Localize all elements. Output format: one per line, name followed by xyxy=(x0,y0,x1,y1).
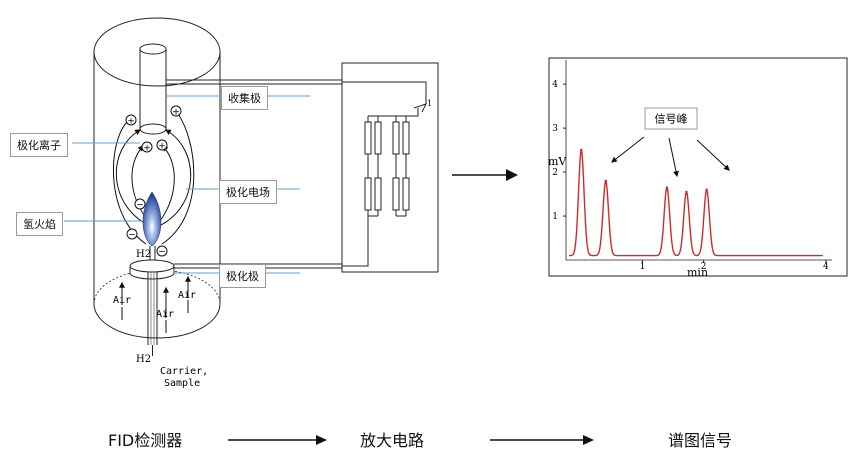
polarizer-label: 极化极 xyxy=(219,264,266,288)
svg-text:+: + xyxy=(143,144,151,154)
chromatogram-panel xyxy=(548,57,848,277)
x-axis-label: min xyxy=(687,266,708,279)
caption-signal: 谱图信号 xyxy=(668,431,733,450)
peak-point xyxy=(580,148,583,152)
collector-electrode xyxy=(139,43,167,135)
x-tick-label: 4 xyxy=(823,262,829,272)
sample-label: Sample xyxy=(164,378,200,389)
peak-point xyxy=(604,179,607,183)
collector-label: 收集极 xyxy=(221,86,268,110)
peak-point xyxy=(665,186,669,189)
svg-text:−: − xyxy=(136,201,144,211)
ions-label: 极化离子 xyxy=(10,133,68,157)
x-tick-label: 2 xyxy=(701,262,707,272)
y-tick-label: 4 xyxy=(552,80,558,90)
y-tick-label: 3 xyxy=(552,124,558,134)
peak-annotation-text: 信号峰 xyxy=(655,113,688,126)
h2-label-bottom: H2 xyxy=(136,354,151,365)
caption-arrow xyxy=(490,435,594,445)
caption-arrow xyxy=(228,435,327,445)
svg-text:+: + xyxy=(158,142,166,152)
air-label: Air xyxy=(113,295,131,306)
caption-detector: FID检测器 xyxy=(108,431,183,450)
negative-charge: − xyxy=(134,198,146,211)
svg-text:+: + xyxy=(172,108,180,118)
jet-nozzle xyxy=(149,246,156,262)
air-flow-arrows xyxy=(119,275,191,333)
peak-point xyxy=(685,190,688,194)
positive-charge: + xyxy=(141,141,153,154)
h2-label-top: H2 xyxy=(136,249,151,260)
amplifier-circuit xyxy=(341,62,439,273)
flame-label: 氢火焰 xyxy=(16,212,63,236)
air-label: Air xyxy=(156,309,174,320)
hydrogen-flame xyxy=(142,191,162,247)
gas-inlet-pipe xyxy=(147,272,158,356)
charge-symbols: + + + + − − − xyxy=(125,105,182,258)
positive-charge: + xyxy=(156,139,168,152)
peak-point xyxy=(705,188,708,191)
x-tick-label: 1 xyxy=(640,262,646,272)
peak-annotation: 信号峰 xyxy=(611,107,730,178)
pointer-label: 1 xyxy=(427,99,432,108)
positive-charge: + xyxy=(125,114,137,127)
svg-text:+: + xyxy=(127,117,135,127)
air-label: Air xyxy=(178,290,196,301)
y-tick-label: 2 xyxy=(552,168,558,178)
y-tick-label: 1 xyxy=(552,212,558,222)
caption-amplifier: 放大电路 xyxy=(360,431,425,450)
chart-ticks: 1 2 3 4 1 2 4 xyxy=(552,80,829,272)
polarizer-electrode xyxy=(129,259,175,280)
y-axis-label: mV xyxy=(548,155,567,168)
svg-text:−: − xyxy=(158,248,166,258)
positive-charge: + xyxy=(170,105,182,118)
svg-text:−: − xyxy=(128,231,136,241)
chromatogram-trace xyxy=(569,148,823,257)
flow-arrow-main xyxy=(452,169,518,181)
carrier-label: Carrier, xyxy=(160,366,208,377)
negative-charge: − xyxy=(126,228,138,241)
negative-charge: − xyxy=(156,245,168,258)
field-label: 极化电场 xyxy=(219,180,277,204)
